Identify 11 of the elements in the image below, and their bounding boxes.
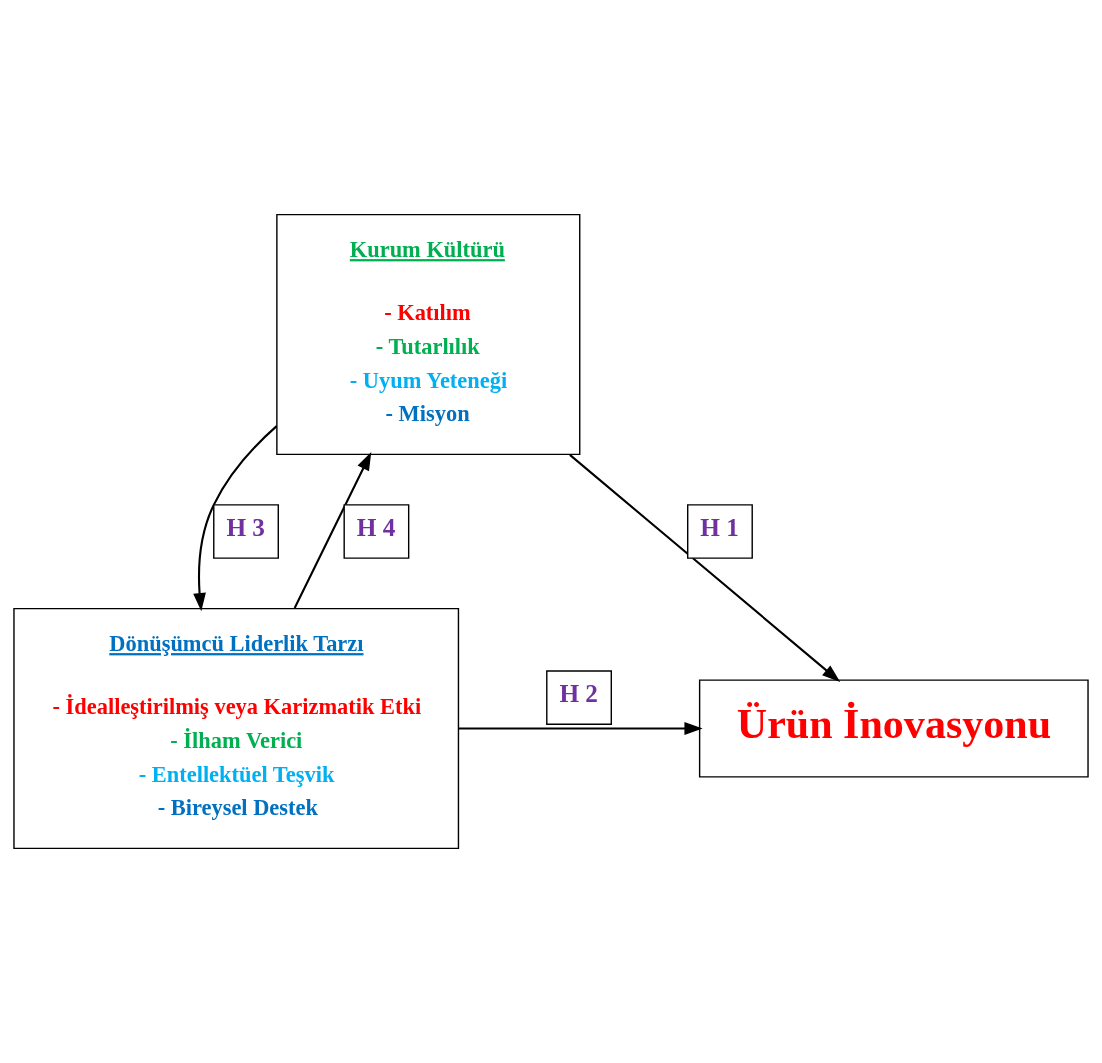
arrow [569,454,841,683]
edge-label: H 2 [559,680,598,708]
arrow [293,452,372,609]
edge-label: H 3 [226,514,265,542]
node-box: Dönüşümcü Liderlik Tarzı - İdealleştirilmiş veya Karizmatik Etki - İlham Verici - Entellektüel Teşvik - Bireysel Destek [13,607,460,850]
arrow [193,425,278,612]
edge-label: H 4 [356,514,396,542]
edge-label: H 1 [700,514,739,542]
node-box: Kurum Kültürü - Katılım - Tutarlılık - Uyum Yeteneği - Misyon [276,213,581,456]
node-box: Ürün İnovasyonu [698,679,1089,778]
arrow [458,722,703,735]
